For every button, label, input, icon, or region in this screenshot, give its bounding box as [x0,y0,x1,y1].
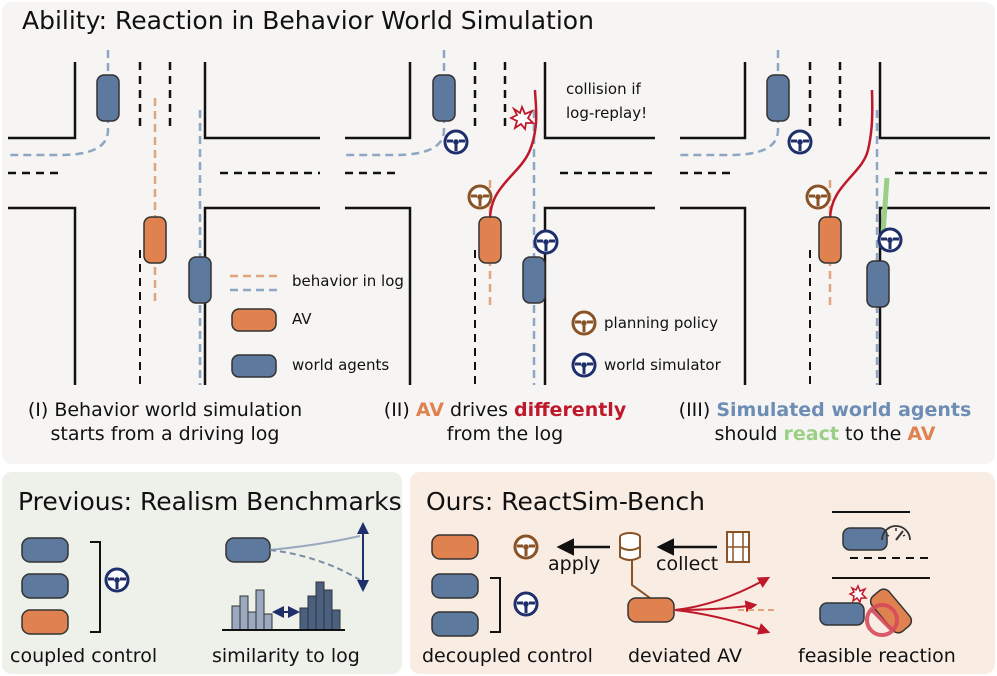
previous-benchmarks-panel [2,472,402,674]
reactsim-bench-panel [410,472,995,674]
scene-2-road [345,62,655,385]
caption-scene-1-line2: starts from a driving log [50,423,280,445]
scene-3-road [680,62,990,385]
steering-wheel-icon [571,310,597,336]
deviated-av-illustration [627,576,775,635]
apply-label: apply [548,553,601,575]
feasible-reaction-label: feasible reaction [798,645,956,667]
legend-behavior-in-log: behavior in log [292,272,404,290]
steering-wheel-icon [513,534,539,560]
collision-burst-icon [848,584,868,604]
caption-scene-3-should: should [714,423,784,445]
steering-wheel-icon [787,129,813,155]
caption-scene-2-prefix: (II) [383,399,416,421]
top-panel-title: Ability: Reaction in Behavior World Simu… [22,6,594,35]
caption-scene-2-differently: differently [514,399,627,421]
steering-wheel-icon [571,352,597,378]
decoupled-control-label: decoupled control [422,645,593,667]
similarity-to-log-label: similarity to log [212,645,360,667]
caption-scene-3: (III) Simulated world agents should reac… [660,398,990,446]
legend-world-simulator: world simulator [604,356,721,374]
feasible-reaction-illustration [819,511,930,637]
caption-scene-2-mid: drives [443,399,515,421]
coupled-cars [21,537,101,635]
legend-planning-policy: planning policy [604,314,719,332]
scene-3-planned-path [828,89,874,221]
caption-scene-3-tothe: to the [838,423,908,445]
database-icon [619,532,641,561]
collision-note-line1: collision if [566,80,641,98]
steering-wheel-icon [533,229,559,255]
caption-scene-3-simulated: Simulated world agents [716,399,972,421]
legend-world-agents: world agents [292,356,390,374]
scene-3-log-paths [680,50,879,385]
collect-label: collect [656,553,719,575]
steering-wheel-icon [877,227,903,253]
collision-burst-icon [508,104,536,132]
scene-1-log-paths [8,50,202,385]
caption-scene-1: (I) Behavior world simulation starts fro… [10,398,320,446]
steering-wheel-icons [104,129,903,617]
caption-scene-3-react: react [783,423,839,445]
legend-markers [230,274,280,378]
caption-scene-2-av: AV [415,399,444,421]
speedometer-icon [881,525,911,541]
steering-wheel-icon [443,129,469,155]
similarity-illustration [222,522,369,631]
caption-scene-3-prefix: (III) [678,399,717,421]
caption-scene-3-av: AV [907,423,936,445]
previous-panel-title: Previous: Realism Benchmarks [18,487,402,516]
prohibited-icon [865,603,899,637]
scene-1-road [8,62,320,385]
coupled-control-label: coupled control [10,645,158,667]
ours-panel-title: Ours: ReactSim-Bench [426,487,705,516]
caption-scene-2-line2: from the log [446,423,564,445]
caption-scene-2: (II) AV drives differently from the log [355,398,655,446]
steering-wheel-icon [104,567,130,593]
film-icon [726,531,750,563]
steering-wheel-icon [513,591,539,617]
caption-scene-1-line1: (I) Behavior world simulation [27,399,303,421]
collision-note-line2: log-replay! [566,104,648,122]
steering-wheel-icon [805,184,831,210]
steering-wheel-icon [467,184,493,210]
legend-av: AV [292,310,312,328]
deviated-av-label: deviated AV [628,645,742,667]
scene-2-planned-path [488,89,538,221]
decoupled-cars [431,534,501,637]
